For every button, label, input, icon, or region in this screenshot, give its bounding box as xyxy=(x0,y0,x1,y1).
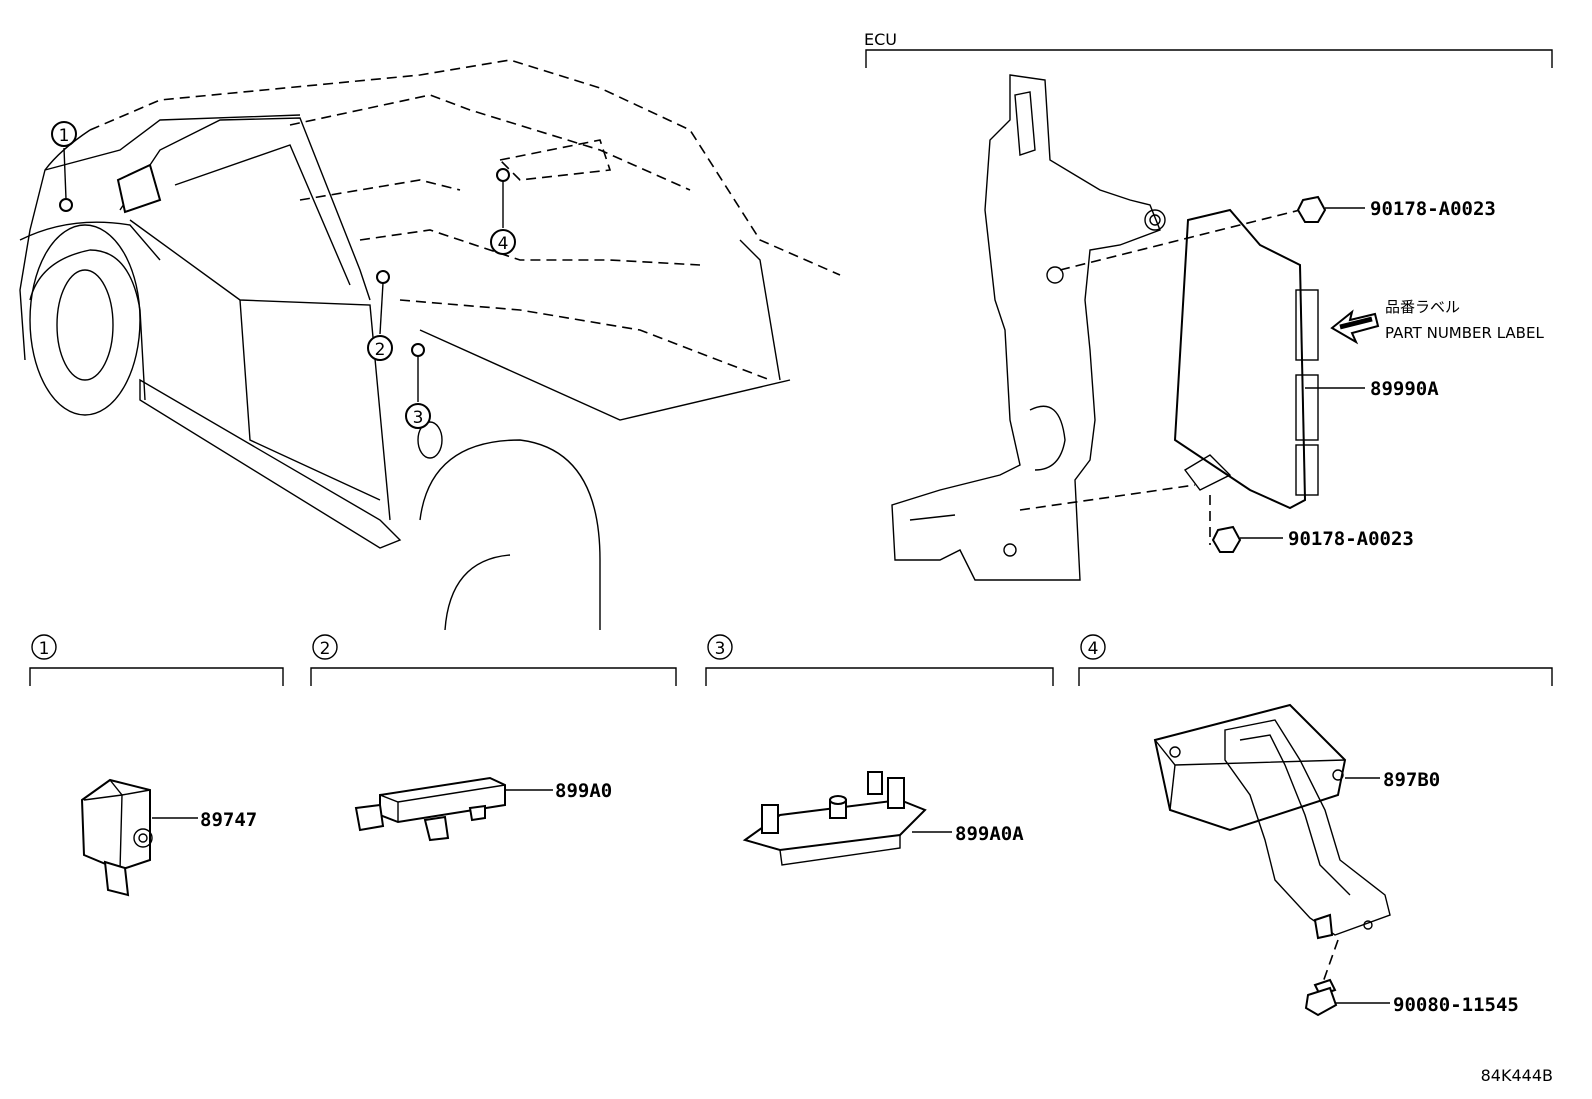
arrow-left-icon xyxy=(1330,309,1380,345)
nut-upper: 90178-A0023 xyxy=(1296,195,1496,223)
svg-text:1: 1 xyxy=(39,639,50,659)
ecu-bracket-line xyxy=(865,49,1553,68)
screw-90080-11545: 90080-11545 xyxy=(1304,978,1519,1017)
detail-section-3: 3 899A0A xyxy=(705,634,1054,866)
detail-section-4: 4 897B0 90080-11545 xyxy=(1078,634,1553,1017)
part-number-label-callout: 品番ラベル PART NUMBER LABEL xyxy=(1330,298,1544,345)
locator-marker-1: 1 xyxy=(51,121,77,212)
part-number-899A0A: 899A0A xyxy=(955,823,1024,845)
svg-text:4: 4 xyxy=(498,234,509,254)
detail-section-2: 2 899A0 xyxy=(310,634,677,842)
locator-marker-4: 4 xyxy=(490,168,516,255)
svg-text:2: 2 xyxy=(375,340,386,360)
diagram-code: 84K444B xyxy=(1481,1066,1553,1085)
part-899A0 xyxy=(354,776,506,842)
detail-section-1: 1 89747 xyxy=(29,634,284,897)
vehicle-illustration xyxy=(19,59,841,631)
part-number-897B0: 897B0 xyxy=(1383,769,1440,791)
svg-text:4: 4 xyxy=(1088,639,1099,659)
svg-text:90178-A0023: 90178-A0023 xyxy=(1370,198,1496,220)
part-number-899A0: 899A0 xyxy=(555,780,612,802)
ecu-mounting-bracket xyxy=(891,74,1161,581)
locator-marker-3: 3 xyxy=(405,343,431,429)
part-89747 xyxy=(80,778,153,897)
ecu-header: ECU xyxy=(864,30,897,49)
ecu-module xyxy=(1173,208,1307,510)
svg-text:1: 1 xyxy=(59,126,70,146)
svg-text:90178-A0023: 90178-A0023 xyxy=(1288,528,1414,550)
part-897B0 xyxy=(1153,703,1391,986)
ecu-section: ECU 90178-A0023 90178-A0023 xyxy=(864,30,1553,581)
nut-lower: 90178-A0023 xyxy=(1211,525,1414,553)
svg-text:89990A: 89990A xyxy=(1370,378,1439,400)
ecu-part-label: 89990A xyxy=(1305,378,1439,400)
locator-marker-2: 2 xyxy=(367,270,393,361)
svg-text:2: 2 xyxy=(320,639,331,659)
part-899A0A xyxy=(742,771,927,866)
part-number-89747: 89747 xyxy=(200,809,257,831)
svg-text:90080-11545: 90080-11545 xyxy=(1393,994,1519,1016)
svg-text:3: 3 xyxy=(413,408,424,428)
svg-text:PART NUMBER LABEL: PART NUMBER LABEL xyxy=(1385,324,1544,342)
svg-text:3: 3 xyxy=(715,639,726,659)
svg-text:品番ラベル: 品番ラベル xyxy=(1385,298,1460,316)
